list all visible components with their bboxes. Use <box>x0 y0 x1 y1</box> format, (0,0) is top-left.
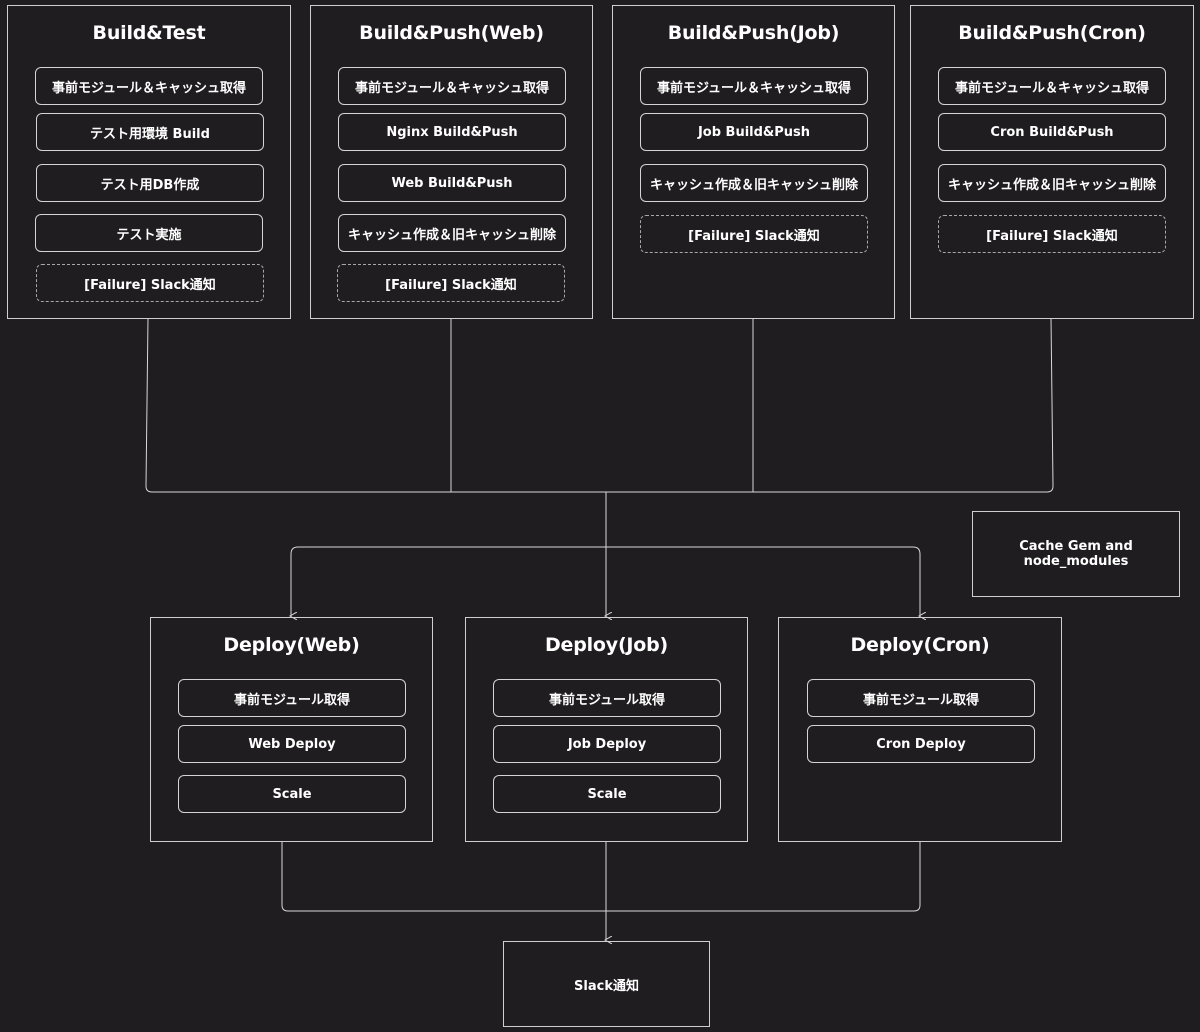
step-cron-deploy: Cron Deploy <box>807 725 1035 763</box>
step-build-test-env: テスト用環境 Build <box>36 113 264 151</box>
job-title: Deploy(Job) <box>544 634 669 656</box>
job-title: Deploy(Cron) <box>850 634 990 656</box>
step-failure-slack-notify: [Failure] Slack通知 <box>36 264 264 302</box>
step-cache-create-delete: キャッシュ作成＆旧キャッシュ削除 <box>938 164 1166 202</box>
job-deploy-cron: Deploy(Cron) 事前モジュール取得 Cron Deploy <box>778 617 1062 842</box>
job-deploy-job: Deploy(Job) 事前モジュール取得 Job Deploy Scale <box>465 617 748 842</box>
step-web-deploy: Web Deploy <box>178 725 406 763</box>
connector-deploy-cron-out <box>606 842 921 912</box>
step-run-tests: テスト実施 <box>35 214 263 252</box>
step-job-build-push: Job Build&Push <box>640 113 868 151</box>
step-scale: Scale <box>178 775 406 813</box>
step-fetch-modules: 事前モジュール取得 <box>493 679 721 717</box>
step-create-test-db: テスト用DB作成 <box>36 164 264 202</box>
job-build-push-web: Build&Push(Web) 事前モジュール＆キャッシュ取得 Nginx Bu… <box>310 5 593 319</box>
step-job-deploy: Job Deploy <box>493 725 721 763</box>
step-fetch-modules: 事前モジュール取得 <box>807 679 1035 717</box>
job-deploy-web: Deploy(Web) 事前モジュール取得 Web Deploy Scale <box>150 617 433 842</box>
step-web-build-push: Web Build&Push <box>338 164 566 202</box>
connector-build-test <box>145 317 606 493</box>
step-cron-build-push: Cron Build&Push <box>938 113 1166 151</box>
connector-to-deploy-web <box>291 546 606 616</box>
connector-deploy-web-out <box>281 842 606 912</box>
step-nginx-build-push: Nginx Build&Push <box>338 113 566 151</box>
step-failure-slack-notify: [Failure] Slack通知 <box>938 215 1166 253</box>
job-build-push-job: Build&Push(Job) 事前モジュール＆キャッシュ取得 Job Buil… <box>612 5 895 319</box>
step-cache-create-delete: キャッシュ作成＆旧キャッシュ削除 <box>338 214 566 252</box>
step-cache-create-delete: キャッシュ作成＆旧キャッシュ削除 <box>640 164 868 202</box>
step-failure-slack-notify: [Failure] Slack通知 <box>640 215 868 253</box>
connector-to-deploy-cron <box>606 546 920 616</box>
job-title: Build&Push(Web) <box>359 22 544 44</box>
connector-build-cron <box>606 317 1054 493</box>
job-title: Deploy(Web) <box>223 634 360 656</box>
job-title: Build&Push(Cron) <box>958 22 1146 44</box>
job-build-push-cron: Build&Push(Cron) 事前モジュール＆キャッシュ取得 Cron Bu… <box>910 5 1194 319</box>
step-fetch-modules: 事前モジュール取得 <box>178 679 406 717</box>
step-scale: Scale <box>493 775 721 813</box>
final-slack-notify-box: Slack通知 <box>503 941 710 1027</box>
step-failure-slack-notify: [Failure] Slack通知 <box>337 264 565 302</box>
job-build-test: Build&Test 事前モジュール＆キャッシュ取得 テスト用環境 Build … <box>7 5 291 319</box>
step-fetch-modules-cache: 事前モジュール＆キャッシュ取得 <box>938 67 1166 105</box>
step-fetch-modules-cache: 事前モジュール＆キャッシュ取得 <box>640 67 868 105</box>
cache-note-box: Cache Gem and node_modules <box>972 511 1180 597</box>
job-title: Build&Test <box>92 22 206 44</box>
step-fetch-modules-cache: 事前モジュール＆キャッシュ取得 <box>338 67 566 105</box>
job-title: Build&Push(Job) <box>667 22 840 44</box>
step-fetch-modules-cache: 事前モジュール＆キャッシュ取得 <box>35 67 263 105</box>
